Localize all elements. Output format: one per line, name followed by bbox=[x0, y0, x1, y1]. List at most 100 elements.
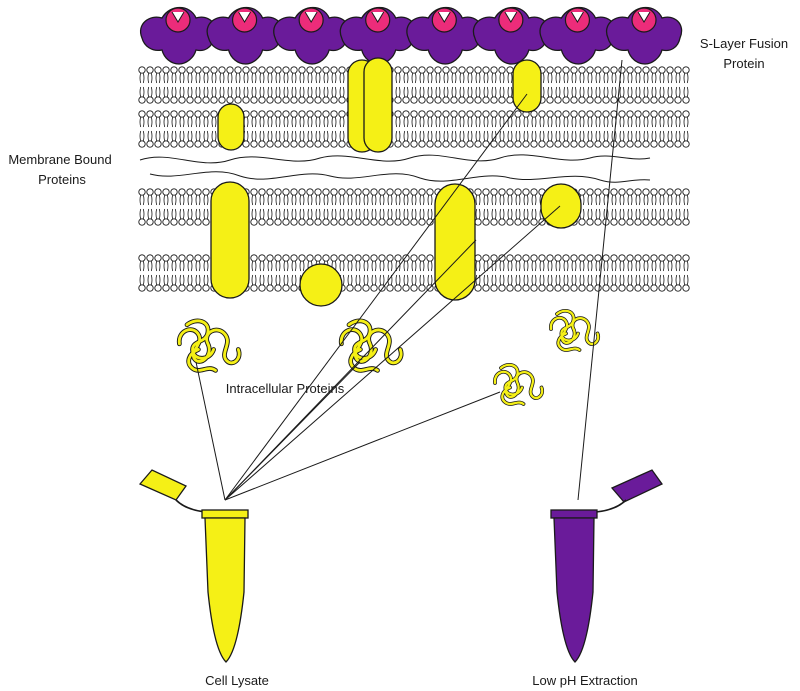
lipid bbox=[538, 254, 546, 272]
tube-cell-lysate bbox=[138, 469, 249, 663]
lipid bbox=[362, 274, 370, 292]
lipid bbox=[474, 208, 482, 226]
lipid bbox=[682, 66, 690, 84]
lipid bbox=[162, 130, 170, 148]
lipid bbox=[658, 86, 666, 104]
lipid bbox=[666, 66, 674, 84]
lipid bbox=[330, 86, 338, 104]
membrane-protein-3 bbox=[363, 57, 393, 153]
lipid bbox=[354, 188, 362, 206]
lipid bbox=[290, 208, 298, 226]
lipid bbox=[418, 130, 426, 148]
lipid bbox=[514, 208, 522, 226]
lipid bbox=[634, 130, 642, 148]
lipid bbox=[282, 130, 290, 148]
lipid bbox=[274, 188, 282, 206]
membrane-protein-1 bbox=[217, 103, 245, 151]
lipid bbox=[266, 208, 274, 226]
lipid bbox=[170, 86, 178, 104]
lipid bbox=[162, 208, 170, 226]
lipid bbox=[666, 86, 674, 104]
membrane-protein-5 bbox=[210, 181, 250, 299]
lipid bbox=[682, 254, 690, 272]
lipid bbox=[322, 86, 330, 104]
lipid bbox=[290, 188, 298, 206]
lipid bbox=[282, 254, 290, 272]
lipid bbox=[634, 110, 642, 128]
lipid bbox=[674, 274, 682, 292]
lipid bbox=[162, 66, 170, 84]
lipid bbox=[218, 66, 226, 84]
lipid bbox=[418, 188, 426, 206]
lipid bbox=[338, 110, 346, 128]
s-layer-fusion-protein-icon bbox=[472, 6, 550, 65]
lipid bbox=[642, 130, 650, 148]
lipid bbox=[202, 188, 210, 206]
lipid bbox=[146, 130, 154, 148]
lipid bbox=[354, 274, 362, 292]
lipid bbox=[674, 208, 682, 226]
lipid bbox=[322, 130, 330, 148]
lipid bbox=[306, 86, 314, 104]
lipid bbox=[490, 86, 498, 104]
lipid bbox=[178, 110, 186, 128]
lipid bbox=[514, 254, 522, 272]
lipid bbox=[314, 208, 322, 226]
lipid bbox=[578, 254, 586, 272]
lipid bbox=[266, 254, 274, 272]
lipid bbox=[642, 208, 650, 226]
lipid bbox=[658, 66, 666, 84]
lipid bbox=[482, 188, 490, 206]
lipid bbox=[586, 254, 594, 272]
lipid bbox=[146, 254, 154, 272]
lipid bbox=[618, 274, 626, 292]
lipid bbox=[434, 86, 442, 104]
lipid bbox=[402, 188, 410, 206]
lipid bbox=[274, 66, 282, 84]
lipid bbox=[522, 208, 530, 226]
lipid bbox=[642, 66, 650, 84]
lipid bbox=[658, 254, 666, 272]
lipid bbox=[370, 254, 378, 272]
lipid bbox=[682, 274, 690, 292]
lipid bbox=[626, 110, 634, 128]
lipid bbox=[514, 130, 522, 148]
lipid bbox=[602, 66, 610, 84]
lipid bbox=[554, 254, 562, 272]
lipid bbox=[250, 86, 258, 104]
lipid bbox=[394, 254, 402, 272]
lipid bbox=[466, 66, 474, 84]
lipid bbox=[610, 274, 618, 292]
lipid bbox=[234, 86, 242, 104]
lipid bbox=[586, 208, 594, 226]
lipid bbox=[410, 66, 418, 84]
lipid bbox=[378, 208, 386, 226]
lipid bbox=[650, 66, 658, 84]
lipid bbox=[162, 254, 170, 272]
lipid bbox=[170, 188, 178, 206]
lipid bbox=[594, 208, 602, 226]
lipid bbox=[138, 110, 146, 128]
lipid bbox=[154, 66, 162, 84]
lipid bbox=[618, 130, 626, 148]
lipid bbox=[274, 86, 282, 104]
lipid bbox=[498, 208, 506, 226]
lipid bbox=[498, 130, 506, 148]
lipid bbox=[666, 188, 674, 206]
lipid bbox=[290, 86, 298, 104]
lipid bbox=[394, 274, 402, 292]
lipid bbox=[506, 66, 514, 84]
lipid bbox=[506, 208, 514, 226]
lipid bbox=[298, 110, 306, 128]
lipid bbox=[658, 110, 666, 128]
lipid bbox=[386, 188, 394, 206]
lipid bbox=[378, 188, 386, 206]
lipid bbox=[370, 188, 378, 206]
lipid bbox=[466, 130, 474, 148]
lipid bbox=[458, 110, 466, 128]
lipid bbox=[186, 254, 194, 272]
lipid bbox=[506, 254, 514, 272]
lipid bbox=[570, 66, 578, 84]
lipid bbox=[162, 188, 170, 206]
